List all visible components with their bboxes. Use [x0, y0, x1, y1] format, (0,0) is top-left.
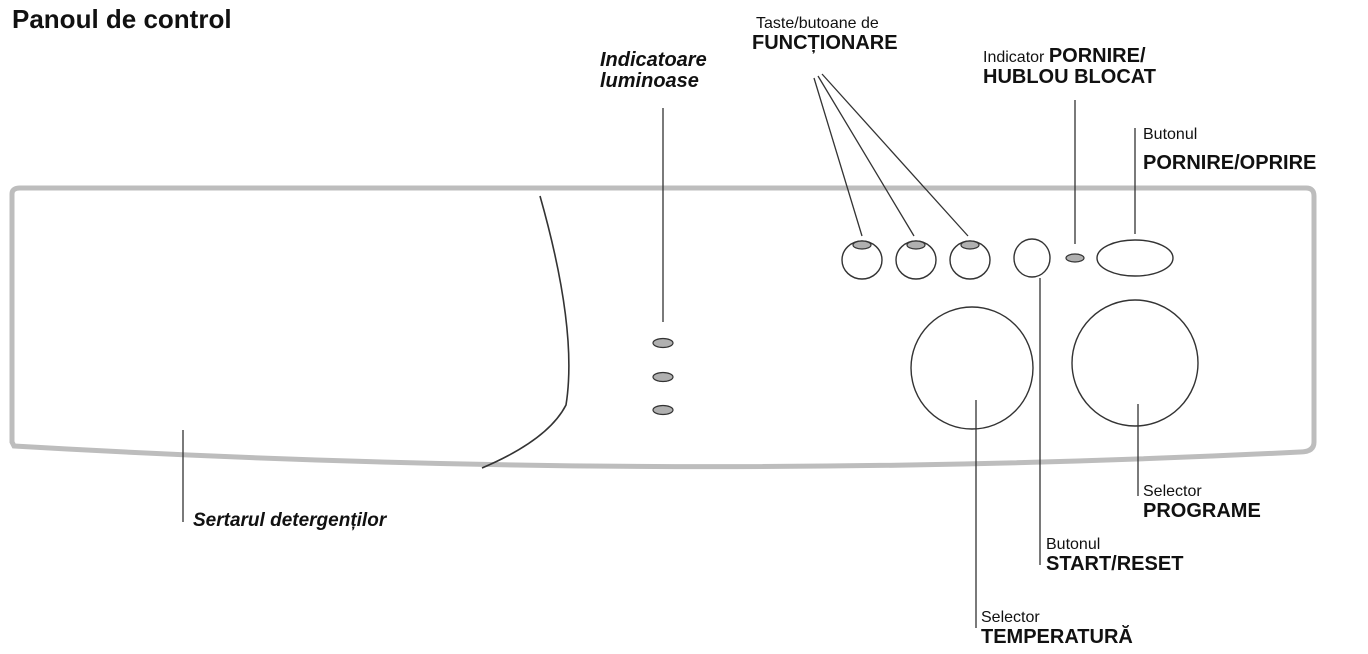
- start-reset-button: [1013, 238, 1051, 278]
- leader-line: [817, 75, 915, 237]
- on-off-button-label: Butonul: [1143, 126, 1198, 144]
- function-buttons-label-big: FUNCȚIONARE: [752, 31, 898, 54]
- leader-line: [821, 73, 969, 237]
- programs-selector-label-big: PROGRAME: [1143, 499, 1261, 522]
- function-button-led: [960, 240, 980, 250]
- on-off-button: [1096, 239, 1174, 277]
- power-door-lock-label-big1: PORNIRE/: [1048, 45, 1146, 67]
- power-door-lock-label-small: Indicator: [983, 49, 1045, 66]
- temperature-selector-label: Selector TEMPERATURĂ: [981, 609, 1133, 648]
- temperature-selector-label-small: Selector: [981, 609, 1040, 626]
- start-reset-button-label: Butonul START/RESET: [1046, 536, 1184, 575]
- indicator-light: [652, 404, 674, 416]
- leader-lines: [182, 73, 1139, 628]
- indicator-light: [652, 371, 674, 383]
- function-buttons-label-small: Taste/butoane de: [756, 15, 879, 32]
- function-buttons: [841, 240, 991, 280]
- temperature-selector-label-big: TEMPERATURĂ: [981, 625, 1133, 648]
- power-door-lock-indicator: [1065, 253, 1085, 263]
- detergent-drawer-label: Sertarul detergenților: [193, 510, 387, 531]
- panel-outline: [9, 185, 1317, 470]
- temperature-selector-knob: [910, 306, 1034, 430]
- power-door-lock-label: Indicator PORNIRE/ HUBLOU BLOCAT: [983, 46, 1156, 88]
- indicator-lights-label-line2: luminoase: [600, 70, 699, 92]
- programs-selector-knob: [1071, 299, 1199, 427]
- start-reset-button-label-big: START/RESET: [1046, 552, 1184, 575]
- page-title: Panoul de control: [12, 4, 232, 34]
- function-button-led: [906, 240, 926, 250]
- detergent-drawer-edge: [481, 195, 570, 469]
- function-button-led: [852, 240, 872, 250]
- function-buttons-label: Taste/butoane de FUNCȚIONARE: [752, 15, 898, 54]
- indicator-lights-label: Indicatoare luminoase: [600, 50, 707, 92]
- on-off-button-label-big: PORNIRE/OPRIRE: [1143, 152, 1317, 174]
- leader-line: [813, 77, 863, 237]
- indicator-light: [652, 337, 674, 349]
- indicator-lights: [652, 337, 674, 416]
- on-off-button-label-small: Butonul: [1143, 126, 1198, 143]
- power-door-lock-label-big2: HUBLOU BLOCAT: [983, 66, 1156, 88]
- indicator-lights-label-line1: Indicatoare: [600, 49, 707, 71]
- programs-selector-label-small: Selector: [1143, 483, 1202, 500]
- start-reset-button-label-small: Butonul: [1046, 536, 1101, 553]
- programs-selector-label: Selector PROGRAME: [1143, 483, 1261, 522]
